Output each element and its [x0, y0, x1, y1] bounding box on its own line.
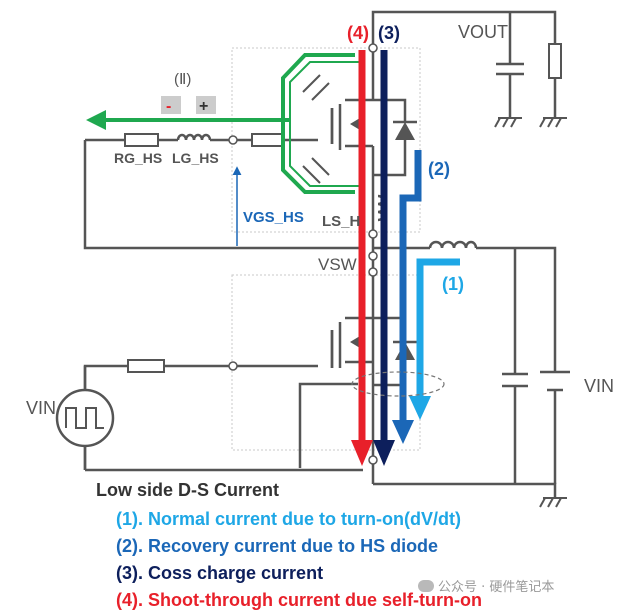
- ground-symbol-1: [494, 117, 522, 128]
- tag-2-label: (2): [428, 159, 450, 179]
- parasitic-capacitor-cgs: [302, 157, 330, 184]
- ls-gate-resistor: [127, 359, 165, 373]
- parasitic-capacitor-cgd: [302, 74, 330, 101]
- vout-load-resistor: [548, 43, 562, 79]
- low-side-mosfet: [330, 322, 360, 368]
- rg-hs-resistor: [124, 133, 159, 147]
- tag-4-label: (4): [347, 23, 369, 43]
- legend-item-1: (1). Normal current due to turn-on(dV/dt…: [116, 509, 461, 529]
- tag-3-label: (3): [378, 23, 400, 43]
- roman-two-label: (Ⅱ): [174, 71, 191, 88]
- current-arrow-3: [373, 50, 395, 466]
- gate-node-ls: [228, 361, 238, 371]
- vin-pulse-source: [55, 366, 115, 470]
- source-node-bottom: [368, 455, 378, 465]
- watermark-text: 公众号 · 硬件笔记本: [438, 580, 555, 595]
- current-arrow-2: [392, 150, 422, 444]
- switch-node-1: [368, 229, 378, 239]
- legend-item-3: (3). Coss charge current: [116, 563, 324, 583]
- vsw-label: VSW: [318, 255, 357, 274]
- gate-node-hs: [228, 135, 238, 145]
- ls-h-label: LS_H: [322, 213, 360, 230]
- ground-symbol-2: [539, 117, 567, 128]
- legend-item-4: (4). Shoot-through current due self-turn…: [116, 590, 482, 610]
- watermark: 公众号 · 硬件笔记本: [418, 576, 554, 595]
- switch-node-2: [368, 251, 378, 261]
- current-arrow-4: [351, 50, 373, 466]
- vin-left-label: VIN: [26, 398, 56, 418]
- vin-right-label: VIN: [584, 376, 614, 396]
- output-inductor: [428, 240, 478, 249]
- vin-source-symbol: [540, 370, 570, 392]
- low-side-mosfet-box: [231, 274, 421, 451]
- minus-box: [161, 96, 181, 114]
- drain-node-top: [368, 43, 378, 53]
- green-gate-current-path: [86, 53, 364, 194]
- vout-capacitor: [496, 62, 524, 76]
- tag-1-label: (1): [442, 274, 464, 294]
- lg-hs-inductor: [176, 133, 212, 141]
- hs-gate-resistor-2: [251, 133, 284, 147]
- wechat-icon: [418, 580, 434, 592]
- rg-hs-label: RG_HS: [114, 150, 162, 166]
- vout-label: VOUT: [458, 22, 508, 42]
- current-arrow-1: [409, 258, 460, 420]
- plus-box: [196, 96, 216, 114]
- current-sense-ellipse: [351, 371, 445, 397]
- high-side-mosfet: [330, 104, 360, 150]
- ground-symbol-3: [539, 497, 567, 508]
- output-capacitor: [502, 372, 528, 388]
- legend-item-2: (2). Recovery current due to HS diode: [116, 536, 439, 556]
- plus-label: +: [199, 98, 208, 115]
- legend-title: Low side D-S Current: [96, 480, 280, 500]
- lg-hs-label: LG_HS: [172, 150, 219, 166]
- minus-label: -: [166, 98, 171, 115]
- vgs-hs-label: VGS_HS: [243, 209, 304, 226]
- switch-node-3: [368, 267, 378, 277]
- high-side-body-diode: [393, 120, 417, 140]
